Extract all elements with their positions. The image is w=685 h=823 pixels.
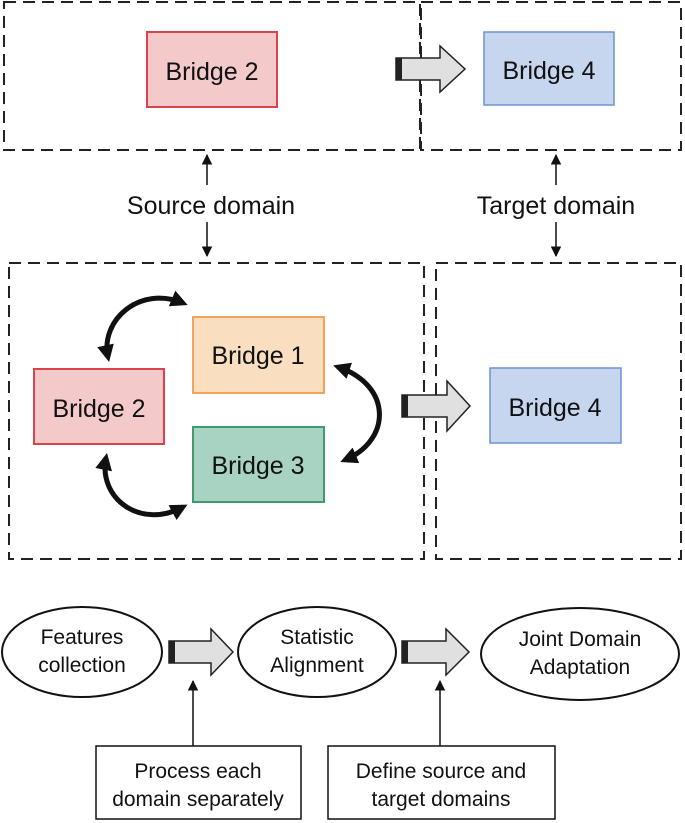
- target-domain-label: Target domain: [477, 192, 635, 220]
- step-3-line-1: Joint Domain: [519, 628, 642, 651]
- middle-bridge-1-box: Bridge 1: [192, 316, 325, 394]
- step-1-line-1: Features: [41, 626, 124, 649]
- step-3-line-2: Adaptation: [530, 656, 630, 679]
- note-1-line-2: domain separately: [112, 788, 284, 811]
- curved-arrow-bridge1-bridge3: [333, 362, 382, 464]
- middle-bridge-4-label: Bridge 4: [508, 394, 601, 422]
- middle-transfer-arrow: [401, 379, 472, 433]
- top-source-bridge-label: Bridge 2: [165, 58, 258, 86]
- note-2-line-1: Define source and: [356, 760, 526, 783]
- note-1-line-1: Process each: [134, 760, 261, 783]
- note-define-source-target: Define source and target domains: [327, 745, 556, 820]
- step-2-line-1: Statistic: [280, 626, 354, 649]
- middle-bridge-3-label: Bridge 3: [211, 452, 304, 480]
- top-target-bridge-label: Bridge 4: [502, 57, 595, 85]
- top-transfer-arrow: [395, 44, 467, 94]
- step-2-line-2: Alignment: [270, 654, 364, 677]
- pipeline-step-joint-domain-adaptation: Joint Domain Adaptation: [480, 607, 680, 701]
- source-domain-label: Source domain: [127, 192, 295, 220]
- pipeline-step-statistic-alignment: Statistic Alignment: [237, 606, 397, 698]
- step-1-line-2: collection: [38, 654, 126, 677]
- middle-bridge-1-label: Bridge 1: [211, 342, 304, 370]
- middle-bridge-3-box: Bridge 3: [192, 426, 325, 503]
- top-source-panel: [3, 1, 421, 151]
- middle-bridge-4-box: Bridge 4: [489, 367, 622, 444]
- note-2-line-2: target domains: [372, 788, 511, 811]
- middle-bridge-2-box: Bridge 2: [33, 368, 165, 445]
- top-source-bridge-box: Bridge 2: [146, 31, 278, 108]
- top-target-bridge-box: Bridge 4: [483, 31, 615, 106]
- note-process-each-domain: Process each domain separately: [95, 745, 302, 820]
- curved-arrow-bridge2-bridge3: [95, 452, 188, 521]
- pipeline-arrow-2: [401, 627, 471, 677]
- curved-arrow-bridge2-bridge1: [97, 290, 188, 362]
- pipeline-arrow-1: [168, 627, 235, 677]
- middle-bridge-2-label: Bridge 2: [52, 395, 145, 423]
- pipeline-step-features-collection: Features collection: [1, 606, 163, 698]
